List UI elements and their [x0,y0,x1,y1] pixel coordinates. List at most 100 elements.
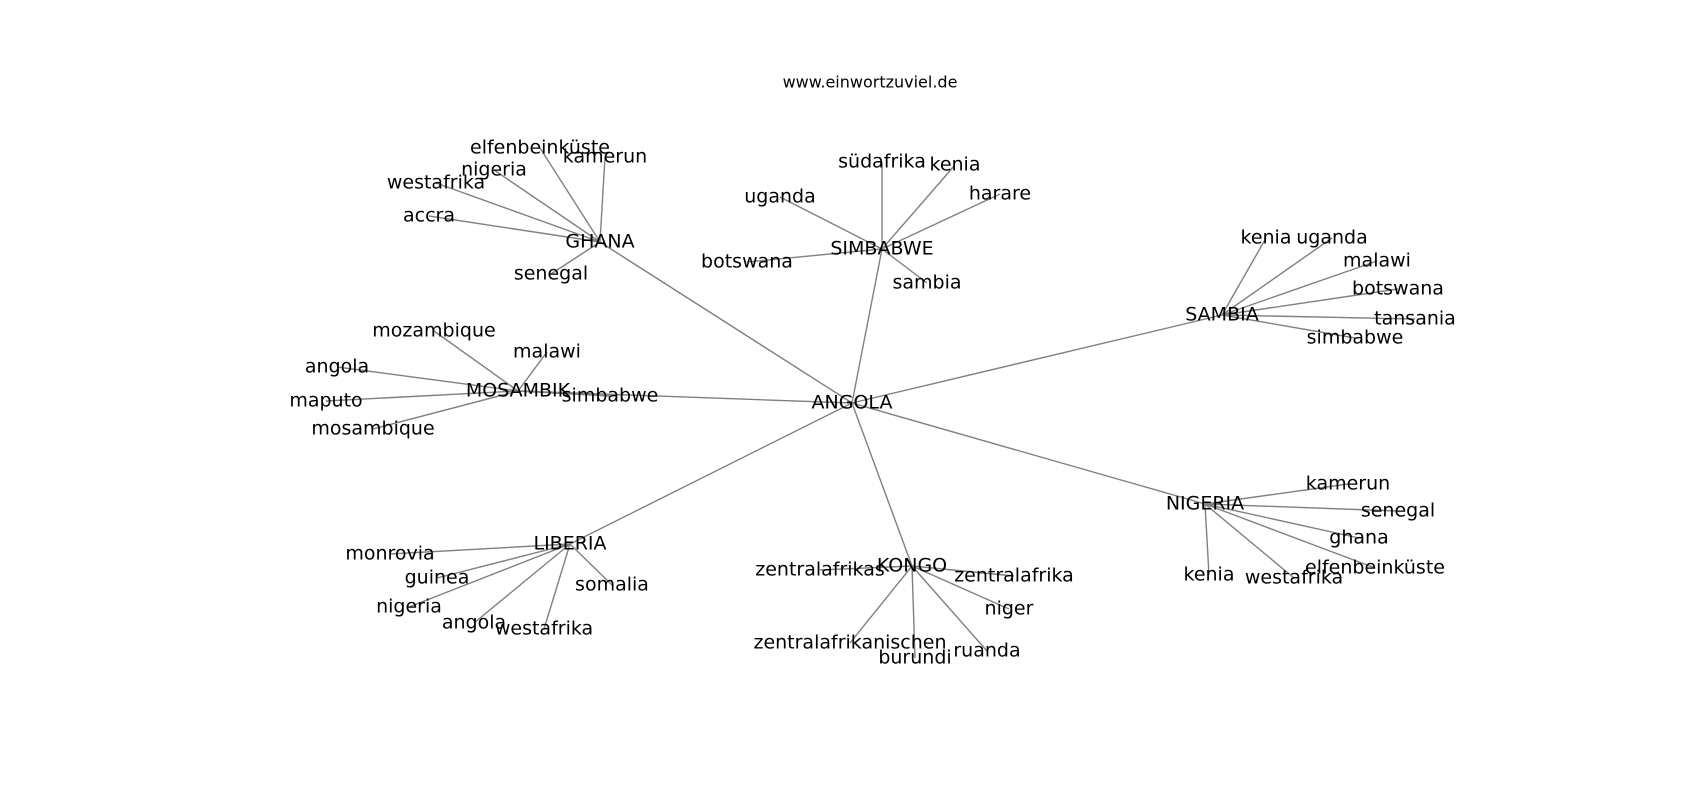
leaf-node-simbabwe-botswana: botswana [701,251,793,273]
leaf-node-kongo-zentralafrikas: zentralafrikas [755,559,885,581]
leaf-node-ghana-accra: accra [403,205,455,227]
hub-node-ghana: GHANA [565,231,634,253]
edge-ghana-westafrika [435,182,601,243]
leaf-node-nigeria-kamerun: kamerun [1306,473,1390,495]
edge-nigeria-ghana [1204,503,1360,539]
edge-liberia-nigeria [408,543,571,608]
leaf-node-liberia-westafrika: westafrika [495,618,593,640]
edge-mosambik-angola [336,366,519,392]
leaf-node-sambia-botswana: botswana [1352,278,1444,300]
edge-simbabwe-uganda [779,196,883,250]
edge-liberia-angola [473,543,571,624]
edge-nigeria-elfenbeinkuste [1204,503,1376,569]
leaf-node-nigeria-senegal: senegal [1361,500,1435,522]
hub-node-nigeria: NIGERIA [1166,493,1244,515]
edge-liberia-westafrika [543,543,571,630]
edge-sambia-kenia [1221,237,1267,316]
leaf-node-liberia-guinea: guinea [405,567,470,589]
leaf-node-nigeria-elfenbeinkuste: elfenbeinküste [1305,557,1445,579]
leaf-node-sambia-tansania: tansania [1374,308,1456,330]
edge-simbabwe-sambia [881,248,928,284]
leaf-node-simbabwe-harare: harare [969,183,1031,205]
leaf-node-simbabwe-uganda: uganda [744,186,816,208]
leaf-node-liberia-nigeria: nigeria [376,596,442,618]
leaf-node-liberia-angola: angola [442,612,506,634]
edge-liberia-somalia [569,543,613,586]
edge-mosambik-simbabwe [517,390,611,397]
edge-simbabwe-botswana [746,248,883,263]
edge-kongo-burundi [911,565,916,659]
edge-nigeria-kenia [1204,503,1210,576]
leaf-node-ghana-senegal: senegal [514,263,588,285]
edge-angola-ghana [599,241,853,404]
leaf-node-ghana-nigeria: nigeria [461,159,527,181]
hub-node-liberia: LIBERIA [533,533,606,555]
hub-node-sambia: SAMBIA [1185,304,1258,326]
edge-kongo-ruanda [911,565,988,652]
edge-sambia-malawi [1221,260,1378,316]
edge-mosambik-maputo [325,390,519,402]
graph-edges [325,147,1416,659]
hub-node-kongo: KONGO [877,555,947,577]
leaf-node-nigeria-ghana: ghana [1329,527,1388,549]
leaf-node-mosambik-angola: angola [305,356,369,378]
edge-mosambik-mozambique [433,330,519,392]
edge-ghana-accra [428,215,601,243]
leaf-node-nigeria-kenia: kenia [1184,564,1235,586]
edge-nigeria-westafrika [1204,503,1295,579]
leaf-node-kongo-niger: niger [985,598,1034,620]
leaf-node-kongo-zentralafrikanischen: zentralafrikanischen [753,632,946,654]
edge-liberia-monrovia [389,543,571,555]
leaf-node-nigeria-westafrika: westafrika [1245,567,1343,589]
center-node-label: ANGOLA [812,392,893,414]
leaf-node-simbabwe-sudafrika: südafrika [838,151,926,173]
edge-angola-kongo [851,402,913,567]
leaf-node-sambia-kenia: kenia [1241,227,1292,249]
edge-ghana-elfenbeinkuste [539,147,601,243]
leaf-node-ghana-kamerun: kamerun [563,146,647,168]
edge-sambia-tansania [1221,314,1416,320]
leaf-node-sambia-malawi: malawi [1343,250,1411,272]
graph-labels: ANGOLAGHANAelfenbeinküstekamerunnigeriaw… [289,137,1455,669]
leaf-node-sambia-uganda: uganda [1296,227,1368,249]
edge-kongo-niger [911,565,1010,610]
site-title: www.einwortzuviel.de [783,73,958,92]
edge-ghana-senegal [550,241,601,275]
leaf-node-simbabwe-kenia: kenia [930,154,981,176]
edge-angola-nigeria [851,402,1206,505]
edge-angola-mosambik [517,390,853,404]
leaf-node-mosambik-mosambique: mosambique [311,418,434,440]
edge-kongo-zentralafrikanischen [849,565,913,644]
hub-node-simbabwe: SIMBABWE [830,238,933,260]
leaf-node-liberia-monrovia: monrovia [345,543,434,565]
edge-simbabwe-harare [881,193,1001,250]
leaf-node-kongo-burundi: burundi [878,647,951,669]
edge-sambia-uganda [1221,237,1333,316]
edge-nigeria-senegal [1204,503,1399,512]
edge-sambia-botswana [1221,288,1399,316]
leaf-node-kongo-ruanda: ruanda [953,640,1020,662]
edge-simbabwe-kenia [881,164,956,250]
leaf-node-mosambik-mozambique: mozambique [372,320,495,342]
leaf-node-mosambik-malawi: malawi [513,341,581,363]
edge-angola-simbabwe [851,248,883,404]
edge-ghana-nigeria [493,169,601,243]
edge-sambia-simbabwe [1221,314,1356,339]
edge-angola-liberia [569,402,853,545]
leaf-node-ghana-elfenbeinkuste: elfenbeinküste [470,137,610,159]
leaf-node-ghana-westafrika: westafrika [387,172,485,194]
leaf-node-liberia-somalia: somalia [575,574,649,596]
edge-liberia-guinea [436,543,571,579]
edge-angola-sambia [851,314,1223,404]
edge-mosambik-mosambique [372,390,519,430]
leaf-node-mosambik-maputo: maputo [289,390,362,412]
leaf-node-sambia-simbabwe: simbabwe [1307,327,1404,349]
leaf-node-simbabwe-sambia: sambia [892,272,961,294]
leaf-node-mosambik-simbabwe: simbabwe [562,385,659,407]
edge-ghana-kamerun [599,156,606,243]
edge-nigeria-kamerun [1204,483,1349,505]
edge-kongo-zentralafrikas [819,565,913,571]
leaf-node-kongo-zentralafrika: zentralafrika [954,565,1074,587]
edge-kongo-zentralafrika [911,565,1015,577]
